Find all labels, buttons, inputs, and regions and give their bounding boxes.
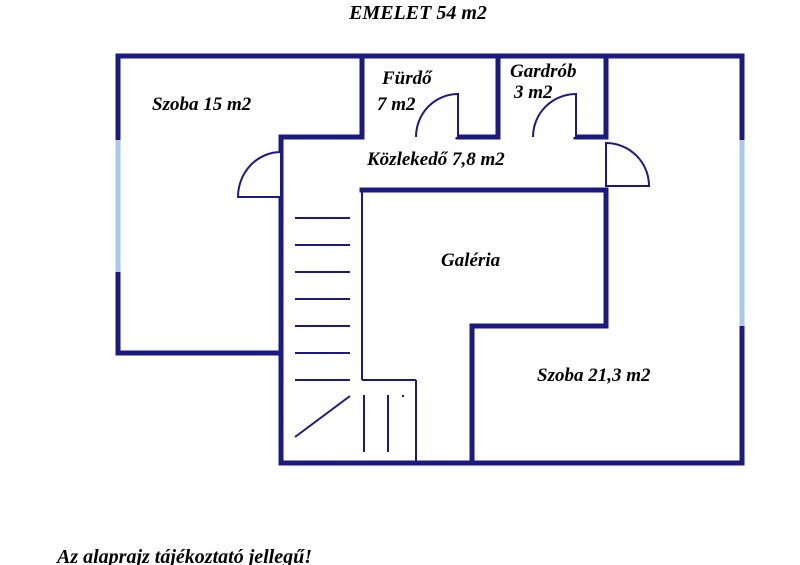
gallery-rail: [361, 190, 417, 463]
door-szoba-left: [236, 150, 282, 198]
door-furdo: [415, 92, 459, 138]
room-label-kozlekedo: Közlekedő 7,8 m2: [366, 149, 505, 170]
stair-winder: [294, 395, 351, 438]
plan-title: EMELET 54 m2: [348, 2, 487, 24]
door-szoba-right: [605, 141, 651, 187]
outer-wall-outline: [115, 53, 745, 466]
room-label-szoba-left: Szoba 15 m2: [152, 94, 252, 115]
room-label-galeria: Galéria: [441, 250, 501, 271]
disclaimer-note: Az alaprajz tájékoztató jellegű!: [55, 546, 312, 565]
staircase: [294, 217, 404, 452]
outer-walls: [115, 53, 745, 466]
room-area-furdo: 7 m2: [377, 94, 416, 115]
room-label-szoba-right: Szoba 21,3 m2: [537, 365, 651, 386]
room-label-furdo: Fürdő: [381, 68, 433, 89]
doors: [236, 92, 651, 198]
room-label-gardrob: Gardrób: [510, 61, 577, 82]
door-gardrob: [532, 92, 577, 138]
room-area-gardrob: 3 m2: [513, 82, 553, 103]
